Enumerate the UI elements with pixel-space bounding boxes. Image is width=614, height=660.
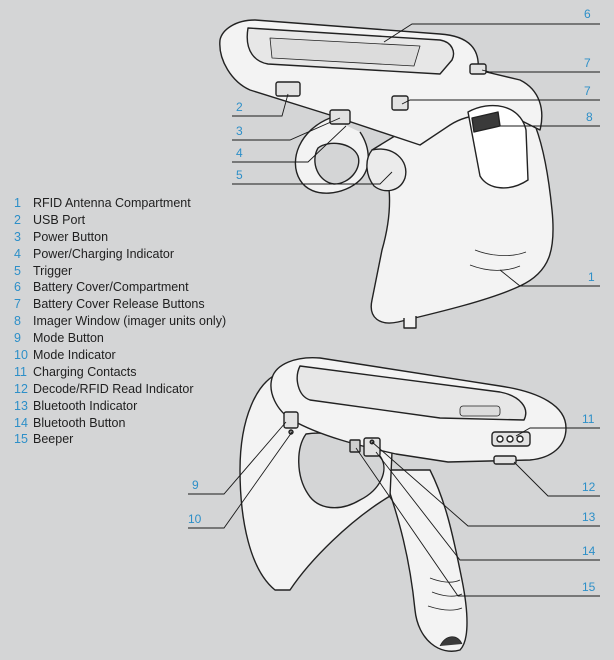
callout-9: 9 [192, 478, 199, 492]
legend-label: Battery Cover Release Buttons [33, 297, 205, 312]
legend-number: 8 [14, 314, 21, 329]
legend-number: 14 [14, 415, 28, 430]
legend-label: Power Button [33, 229, 109, 244]
legend-item: 12 Decode/RFID Read Indicator [14, 382, 254, 399]
legend-number: 1 [14, 196, 21, 210]
legend-number: 9 [14, 331, 21, 346]
callout-15: 15 [582, 580, 596, 594]
device-bottom-view [239, 357, 567, 652]
legend-label: Decode/RFID Read Indicator [33, 381, 194, 396]
callout-4: 4 [236, 146, 243, 160]
top-finger-hole [314, 142, 360, 185]
callout-2: 2 [236, 100, 243, 114]
legend-item: 7 Battery Cover Release Buttons [14, 297, 254, 314]
legend-item: 1 RFID Antenna Compartment [14, 196, 254, 213]
legend-label: Battery Cover/Compartment [33, 280, 189, 295]
callout-6: 6 [584, 7, 591, 21]
callout-14: 14 [582, 544, 596, 558]
legend-item: 15 Beeper [14, 432, 254, 449]
callout-7-lower: 7 [584, 84, 591, 98]
beeper [349, 439, 361, 453]
callout-7-upper: 7 [584, 56, 591, 70]
legend-number: 2 [14, 212, 21, 227]
legend-label: Bluetooth Button [33, 415, 126, 430]
legend-number: 12 [14, 381, 28, 396]
callout-13: 13 [582, 510, 596, 524]
bluetooth-button [363, 437, 381, 457]
legend-label: Power/Charging Indicator [33, 246, 175, 261]
callout-8: 8 [586, 110, 593, 124]
bottom-grip [381, 469, 468, 652]
legend-item: 4 Power/Charging Indicator [14, 247, 254, 264]
legend-item: 6 Battery Cover/Compartment [14, 280, 254, 297]
callout-11: 11 [582, 412, 595, 426]
legend-label: Charging Contacts [33, 364, 137, 379]
leader-lines [188, 23, 600, 597]
legend-item: 5 Trigger [14, 264, 254, 281]
legend-item: 3 Power Button [14, 230, 254, 247]
legend-number: 15 [14, 432, 28, 447]
legend-item: 14 Bluetooth Button [14, 416, 254, 433]
callout-10: 10 [188, 512, 202, 526]
legend-item: 11 Charging Contacts [14, 365, 254, 382]
legend-label: RFID Antenna Compartment [33, 196, 191, 210]
legend-label: Trigger [33, 263, 73, 278]
legend-number: 13 [14, 398, 28, 413]
release-button-right [391, 95, 409, 111]
legend-number: 7 [14, 297, 21, 312]
legend-number: 10 [14, 348, 28, 363]
callout-5: 5 [236, 168, 243, 182]
charging-contacts [491, 431, 531, 447]
legend-label: USB Port [33, 212, 86, 227]
top-trigger [366, 148, 407, 192]
legend-item: 2 USB Port [14, 213, 254, 230]
legend-label: Mode Button [33, 331, 104, 346]
legend-number: 6 [14, 280, 21, 295]
callout-12: 12 [582, 480, 596, 494]
power-button [329, 109, 351, 125]
legend-number: 5 [14, 263, 21, 278]
callout-1: 1 [588, 270, 595, 284]
usb-port [275, 81, 301, 97]
legend-item: 13 Bluetooth Indicator [14, 399, 254, 416]
device-top-view [219, 19, 554, 329]
legend-number: 4 [14, 246, 21, 261]
legend-item: 8 Imager Window (imager units only) [14, 314, 254, 331]
legend-label: Mode Indicator [33, 348, 116, 363]
legend-item: 10 Mode Indicator [14, 348, 254, 365]
release-button-top [469, 63, 487, 75]
decode-indicator [493, 455, 517, 465]
legend-label: Beeper [33, 432, 74, 447]
legend-label: Bluetooth Indicator [33, 398, 138, 413]
mode-button [283, 411, 299, 429]
legend-label: Imager Window (imager units only) [33, 314, 227, 329]
callout-3: 3 [236, 124, 243, 138]
legend-item: 9 Mode Button [14, 331, 254, 348]
legend-number: 11 [14, 364, 27, 379]
legend-number: 3 [14, 229, 21, 244]
callout-numbers: 6 7 7 2 8 3 4 5 1 11 9 12 10 13 14 15 [188, 7, 596, 594]
